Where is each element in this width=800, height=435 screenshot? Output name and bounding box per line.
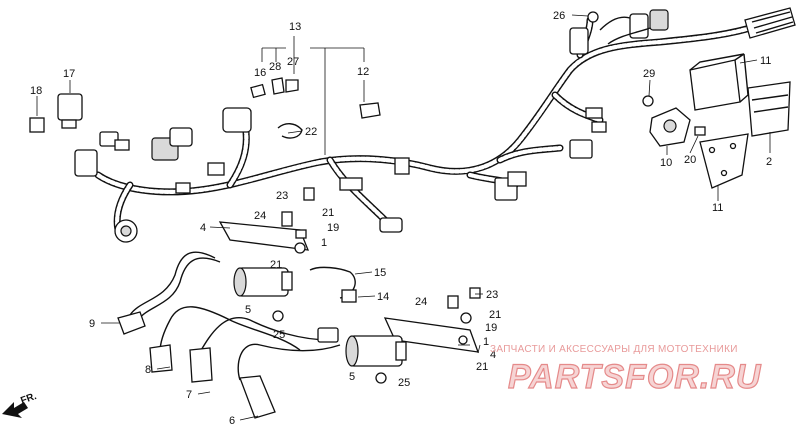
callout-12: 12: [357, 66, 369, 78]
callout-21a: 21: [322, 207, 334, 219]
callout-18: 18: [30, 85, 42, 97]
spark-plug-leads: [117, 251, 357, 419]
callout-14: 14: [377, 291, 389, 303]
callout-25b: 24: [415, 296, 427, 308]
callout-19a: 19: [327, 222, 339, 234]
callout-6: 6: [229, 415, 235, 427]
callout-21b: 21: [270, 259, 282, 271]
callout-8: 8: [145, 364, 151, 376]
callout-7: 7: [186, 389, 192, 401]
watermark-subtitle: ЗАПЧАСТИ И АКСЕССУАРЫ ДЛЯ МОТОТЕХНИКИ: [490, 344, 738, 355]
callout-5a: 5: [245, 304, 251, 316]
callout-16: 16: [254, 67, 266, 79]
callout-11: 11: [712, 202, 723, 214]
callout-22: 22: [305, 126, 317, 138]
callout-labels: 13 28 27 16 12 17 18 22 23 21 24 19 1 4 …: [30, 10, 772, 427]
callout-23a: 23: [276, 190, 288, 202]
callout-21c: 21: [489, 309, 501, 321]
clip-parts: [250, 77, 381, 139]
callout-2: 2: [766, 156, 772, 168]
relay-parts: [29, 93, 83, 133]
callout-4a: 4: [200, 222, 206, 234]
callout-21d: 21: [476, 361, 488, 373]
callout-15: 15: [374, 267, 386, 279]
callout-20: 20: [684, 154, 696, 166]
callout-13: 13: [289, 21, 301, 33]
front-direction-arrow: FR.: [2, 391, 38, 418]
callout-28: 27: [287, 56, 299, 68]
callout-19b: 19: [485, 322, 497, 334]
callout-17: 17: [63, 68, 75, 80]
watermark-brand: PARTSFOR.RU: [508, 358, 762, 396]
callout-4b: 4: [490, 349, 496, 361]
callout-1a: 1: [321, 237, 327, 249]
leader-lines: [36, 14, 771, 421]
main-wire-harness: [94, 16, 764, 234]
callout-3: 11: [760, 55, 771, 67]
callout-26: 26: [553, 10, 565, 22]
callout-29: 28: [269, 61, 281, 73]
callout-25a: 24: [254, 210, 266, 222]
callout-1b: 1: [483, 336, 489, 348]
callout-27: 29: [643, 68, 655, 80]
callout-24b: 25: [398, 377, 410, 389]
callout-9: 9: [89, 318, 95, 330]
callout-23b: 23: [486, 289, 498, 301]
right-electrical-parts: [587, 11, 791, 189]
direction-label: FR.: [19, 391, 38, 407]
harness-connectors: [74, 7, 796, 243]
callout-5b: 5: [349, 371, 355, 383]
callout-10: 10: [660, 157, 672, 169]
watermark: ЗАПЧАСТИ И АКСЕССУАРЫ ДЛЯ МОТОТЕХНИКИ PA…: [490, 344, 762, 397]
callout-24a: 25: [273, 329, 285, 341]
